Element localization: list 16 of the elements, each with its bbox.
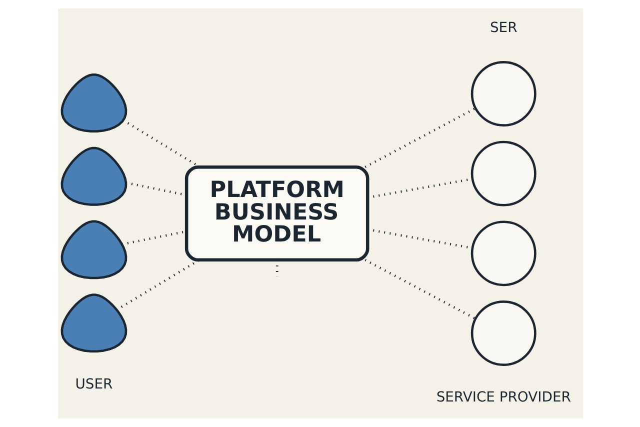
connector	[364, 258, 476, 320]
node-person	[60, 74, 127, 132]
connector	[121, 230, 186, 246]
node-circle	[470, 140, 536, 206]
connector	[364, 107, 476, 168]
node-circle	[470, 300, 536, 366]
node-person	[60, 220, 127, 280]
label: SER	[489, 20, 517, 36]
connector	[116, 259, 200, 311]
label: USER	[74, 376, 112, 392]
node-circle	[470, 220, 536, 286]
node-person	[60, 294, 127, 353]
node-person	[60, 146, 127, 206]
node-circle	[470, 61, 536, 126]
label: SERVICE PROVIDER	[436, 389, 570, 406]
node-box: PLATFORM BUSINESS MODEL	[184, 165, 369, 262]
